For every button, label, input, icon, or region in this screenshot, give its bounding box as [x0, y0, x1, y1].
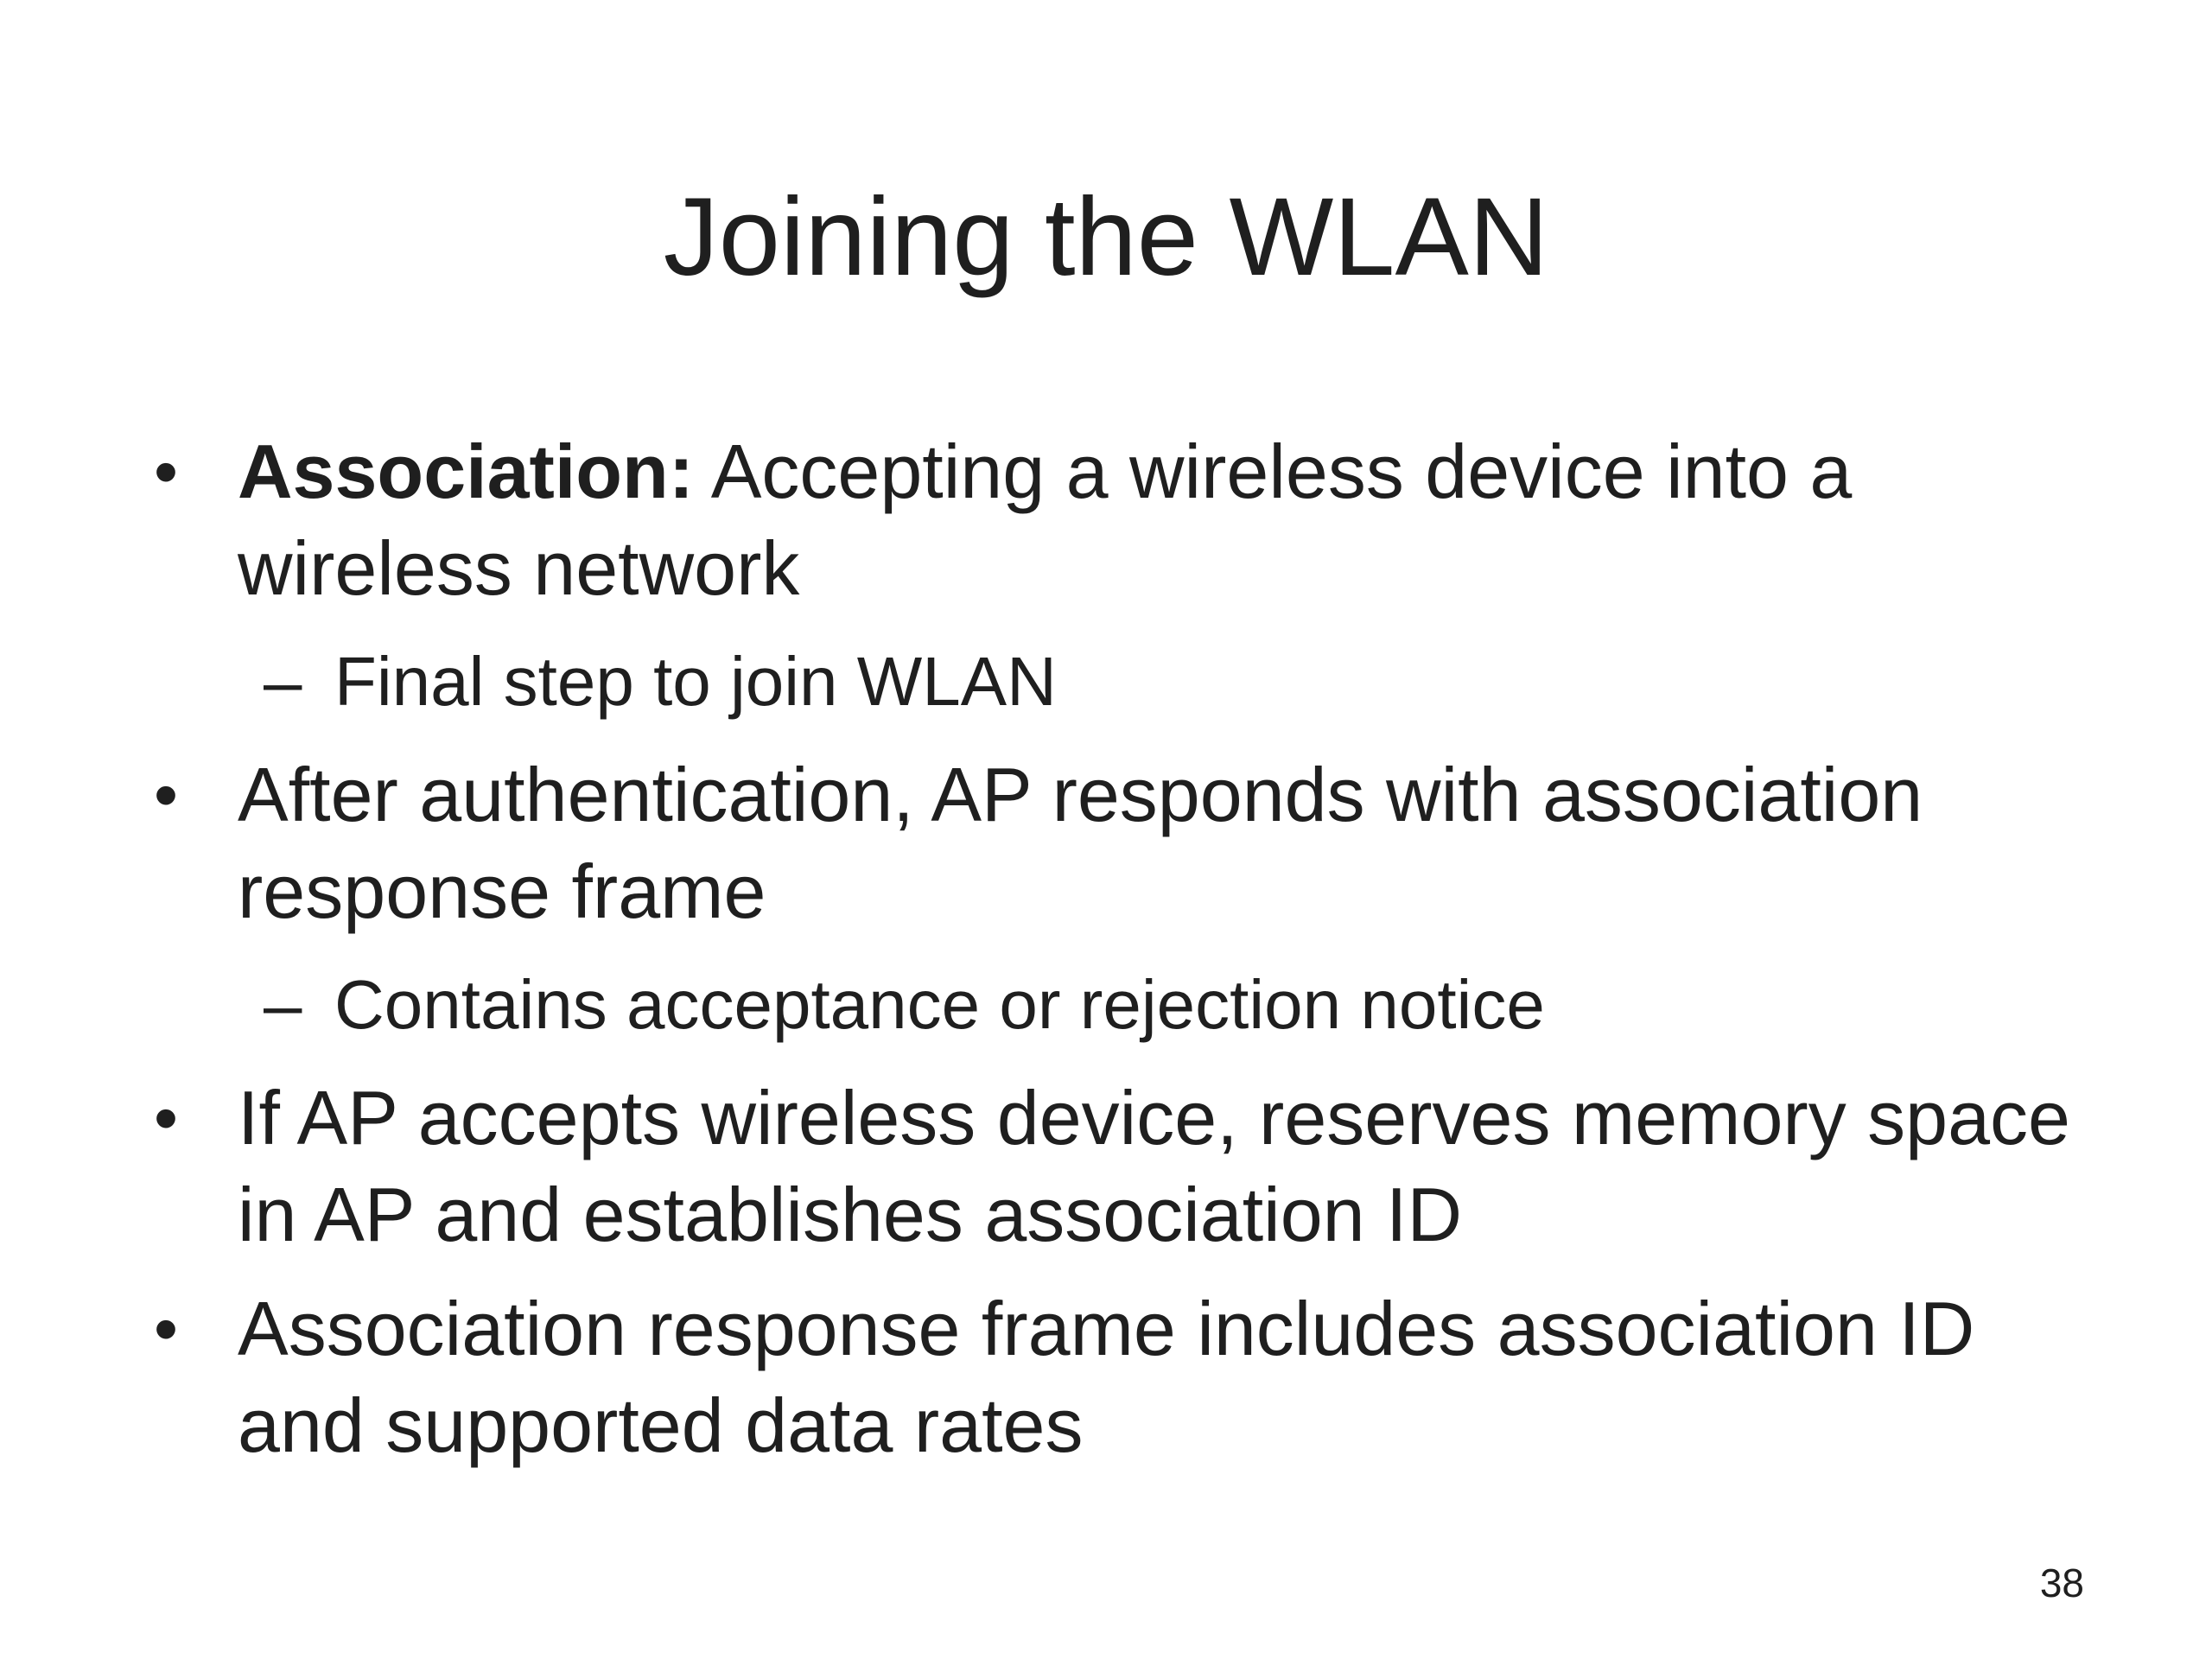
- bullet-body: Accepting a wireless device into a wirel…: [238, 429, 1853, 611]
- sub-text: Contains acceptance or rejection notice: [334, 966, 1545, 1043]
- bullet-item-association: • Association: Accepting a wireless devi…: [147, 423, 2100, 617]
- sub-marker: –: [264, 966, 302, 1043]
- bullet-marker: •: [154, 756, 179, 833]
- bullet-body: Association response frame includes asso…: [238, 1286, 1975, 1468]
- bullet-text: Association: Accepting a wireless device…: [238, 429, 1852, 611]
- bullet-body: If AP accepts wireless device, reserves …: [238, 1075, 2070, 1257]
- bullet-term: Association:: [238, 429, 695, 514]
- sub-marker: –: [264, 643, 302, 720]
- sub-text: Final step to join WLAN: [334, 643, 1057, 720]
- bullet-item-response-frame: • Association response frame includes as…: [147, 1281, 2100, 1474]
- slide-title: Joining the WLAN: [663, 175, 1549, 299]
- bullet-body: After authentication, AP responds with a…: [238, 752, 1923, 934]
- sub-item-acceptance-notice: – Contains acceptance or rejection notic…: [147, 957, 2100, 1052]
- page-number: 38: [2039, 1560, 2084, 1605]
- bullet-marker: •: [154, 433, 179, 510]
- bullet-item-reserves-memory: • If AP accepts wireless device, reserve…: [147, 1070, 2100, 1263]
- bullet-marker: •: [154, 1290, 179, 1367]
- sub-item-final-step: – Final step to join WLAN: [147, 634, 2100, 729]
- bullet-item-after-authentication: • After authentication, AP responds with…: [147, 747, 2100, 940]
- bullet-list: • Association: Accepting a wireless devi…: [147, 423, 2100, 1491]
- bullet-marker: •: [154, 1079, 179, 1156]
